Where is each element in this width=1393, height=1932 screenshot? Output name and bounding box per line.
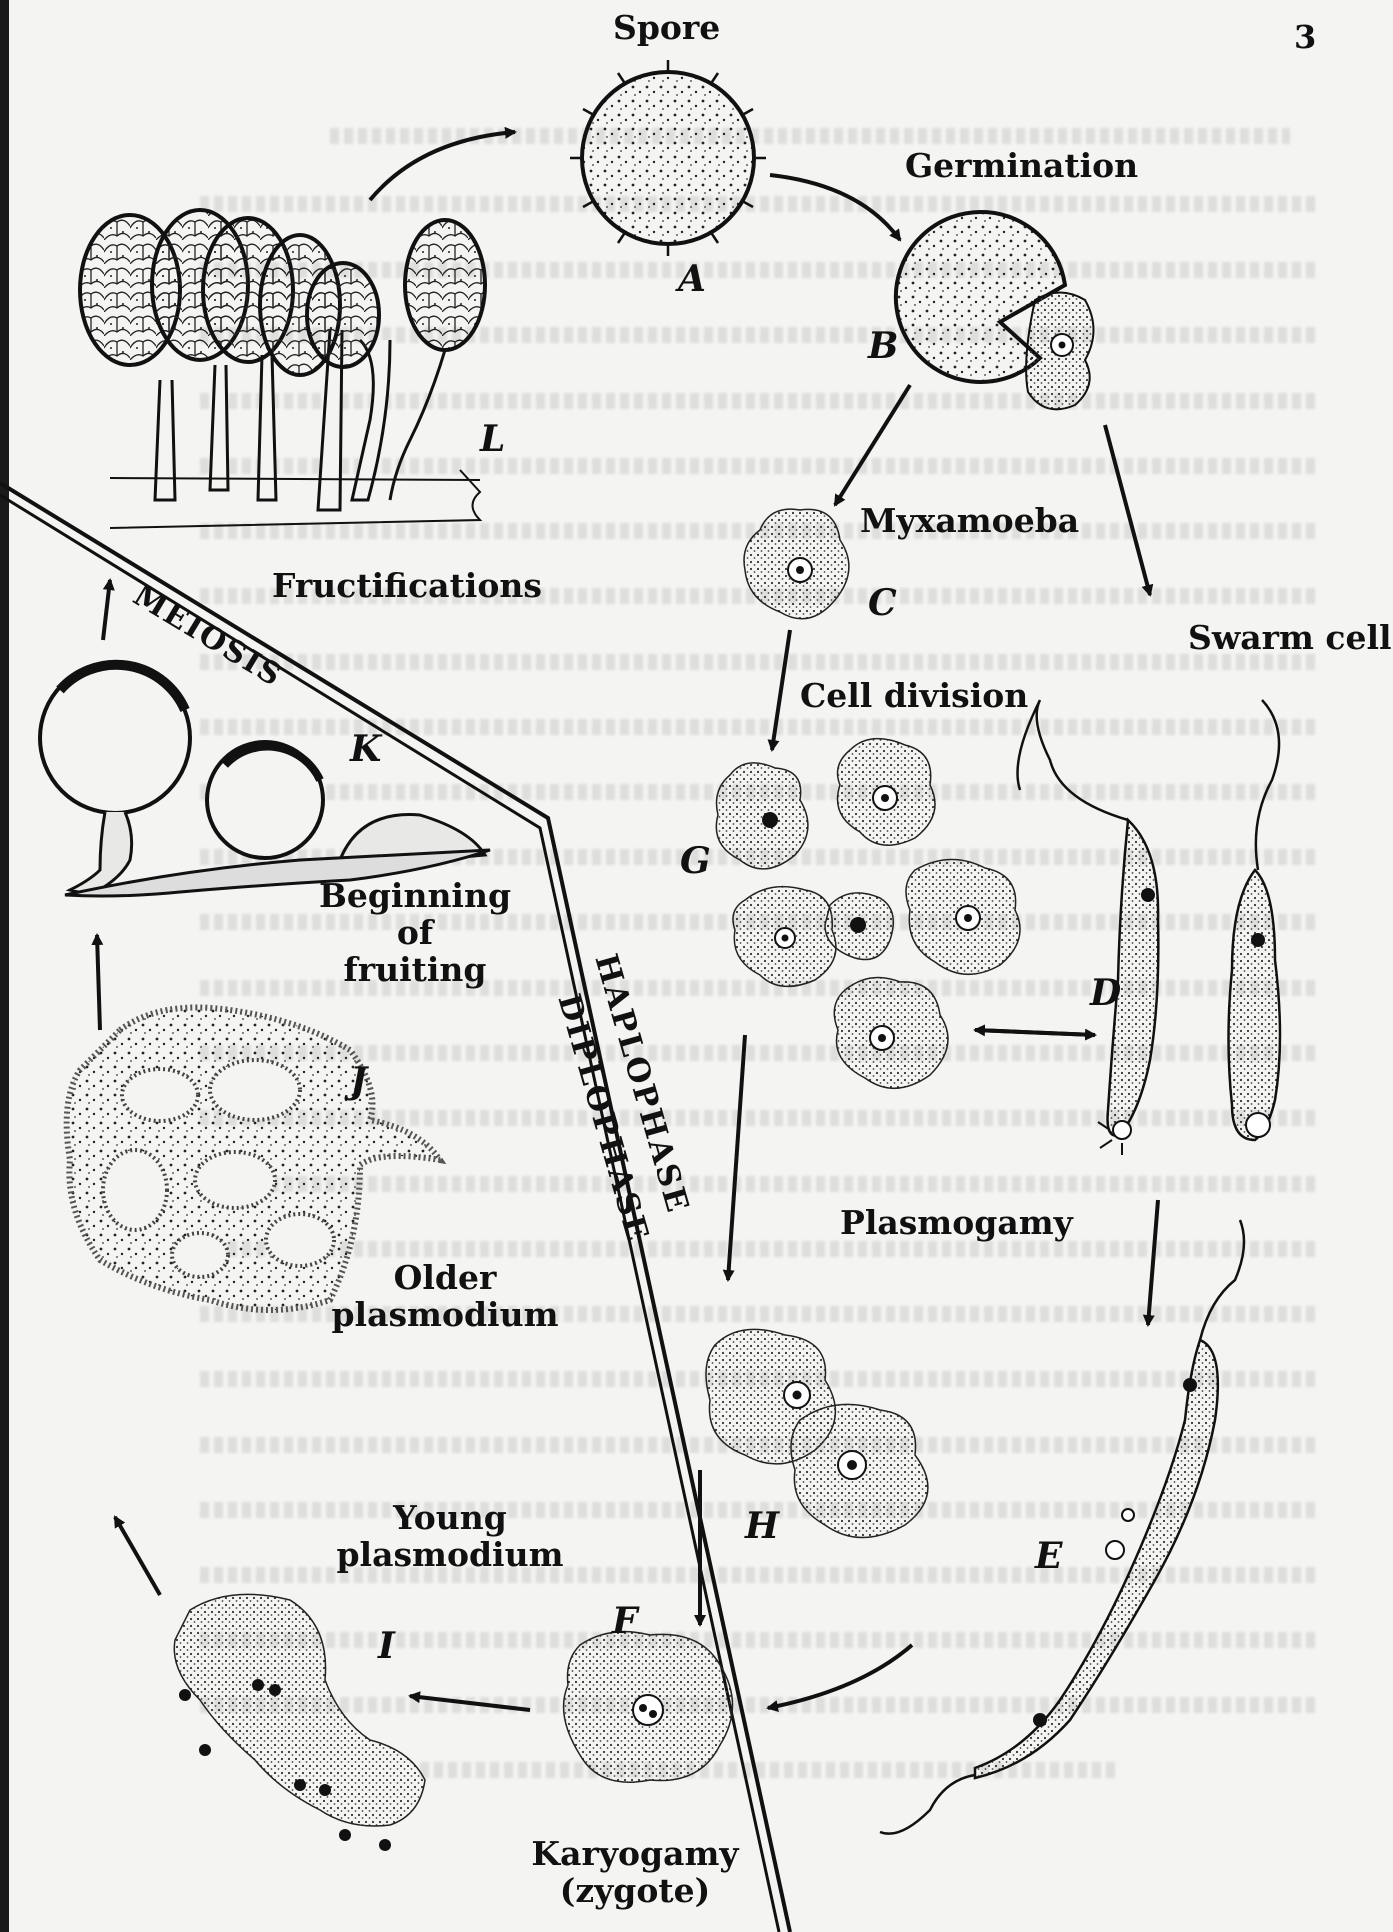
label-older-plasmodium-line1: Older	[325, 1260, 565, 1297]
label-beginning-line1: Beginning	[305, 878, 525, 915]
arrow-germination-to-myxamoeba	[835, 385, 910, 505]
label-young-plasmodium: Young plasmodium	[330, 1500, 570, 1574]
beginning-fruiting-drawing	[40, 663, 490, 896]
plasmogamy-drawing	[706, 1329, 928, 1537]
label-older-plasmodium-line2: plasmodium	[325, 1297, 565, 1334]
arrow-zygote-to-young-plasmodium	[410, 1696, 530, 1710]
label-swarm-cell: Swarm cell	[1188, 620, 1392, 657]
stage-letter-j: J	[350, 1060, 367, 1102]
arrow-spore-to-germination	[770, 175, 900, 240]
label-fructifications: Fructifications	[272, 568, 542, 605]
arrow-germination-to-swarm-cell	[1105, 425, 1150, 595]
spore-drawing	[570, 60, 766, 256]
swarm-cells-drawing	[1018, 700, 1281, 1155]
label-beginning-line3: fruiting	[305, 952, 525, 989]
stage-letter-c: C	[868, 582, 897, 624]
label-myxamoeba: Myxamoeba	[860, 503, 1079, 540]
stage-letter-g: G	[680, 840, 711, 882]
label-beginning-line2: of	[305, 915, 525, 952]
label-young-plasmodium-line2: plasmodium	[330, 1537, 570, 1574]
label-young-plasmodium-line1: Young	[330, 1500, 570, 1537]
label-older-plasmodium: Older plasmodium	[325, 1260, 565, 1334]
arrow-young-to-older-plasmodium	[115, 1517, 160, 1595]
arrow-fruiting-to-fructifications	[103, 580, 110, 640]
arrow-older-plasmodium-to-fruiting	[97, 935, 100, 1030]
stage-letter-k: K	[350, 728, 381, 770]
page-number: 3	[1294, 18, 1316, 56]
label-cell-division: Cell division	[800, 678, 1028, 715]
dividing-myxamoebae-drawing	[716, 739, 1020, 1089]
label-beginning-of-fruiting: Beginning of fruiting	[305, 878, 525, 989]
label-karyogamy-line2: (zygote)	[520, 1873, 750, 1910]
stage-letter-f: F	[612, 1600, 638, 1642]
fructifications-drawing	[80, 210, 485, 528]
label-spore: Spore	[613, 10, 720, 47]
zygote-drawing	[564, 1632, 733, 1783]
label-karyogamy-line1: Karyogamy	[520, 1836, 750, 1873]
stage-letter-d: D	[1090, 972, 1121, 1014]
myxamoeba-drawing	[744, 509, 849, 619]
stage-letter-i: I	[378, 1625, 395, 1667]
stage-letter-b: B	[868, 325, 898, 367]
stage-letter-h: H	[745, 1505, 779, 1547]
arrow-fusion-to-zygote	[768, 1645, 912, 1708]
page-edge	[0, 0, 9, 1932]
label-karyogamy: Karyogamy (zygote)	[520, 1836, 750, 1910]
arrow-swarm-cells-to-fusion	[1148, 1200, 1158, 1325]
fusing-swarm-cells-drawing	[880, 1220, 1244, 1834]
label-germination: Germination	[905, 148, 1138, 185]
arrow-myxamoeba-to-division	[772, 630, 790, 750]
stage-letter-a: A	[678, 258, 706, 300]
stage-letter-l: L	[480, 418, 505, 460]
arrow-swarm-cell-to-myxamoeba	[975, 1030, 1095, 1035]
label-plasmogamy: Plasmogamy	[840, 1205, 1073, 1242]
germinating-spore-drawing	[896, 212, 1094, 409]
arrow-fructification-to-spore	[370, 132, 515, 200]
arrow-division-to-plasmogamy	[728, 1035, 745, 1280]
stage-letter-e: E	[1035, 1535, 1062, 1577]
